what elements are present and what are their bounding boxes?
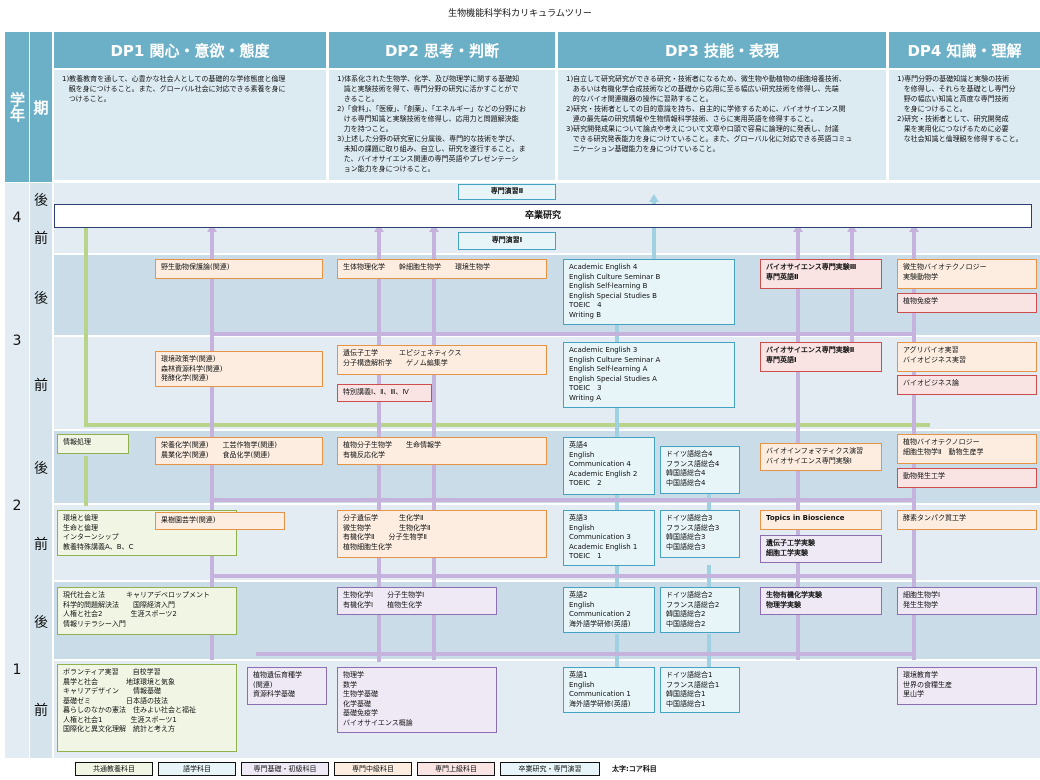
course-box: 遺伝子工学 エピジェネティクス 分子構造解析学 ゲノム編集学 bbox=[337, 345, 547, 375]
year-3: 3 bbox=[12, 333, 22, 349]
dp3-description: 1)自立して研究研究ができる研究・技術者になるため、微生物や動植物の細胞培養技術… bbox=[558, 70, 886, 180]
course-box: 植物遺伝育種学 (関連) 資源科学基礎 bbox=[247, 667, 327, 705]
dp4-description: 1)専門分野の基礎知識と実験の技術 を修得し、それらを基礎とし専門分 野の幅広い… bbox=[889, 70, 1040, 180]
arrowhead bbox=[793, 224, 803, 232]
diagram-title: 生物機能科学科カリキュラムツリー bbox=[448, 9, 592, 19]
connector-line bbox=[84, 423, 930, 427]
course-box-senmon-enshu-1: 専門演習Ⅰ bbox=[458, 232, 556, 250]
course-box: 細胞生物学Ⅰ 発生生物学 bbox=[897, 587, 1037, 615]
arrowhead bbox=[909, 224, 919, 232]
arrowhead bbox=[649, 194, 659, 202]
course-box: バイオビジネス論 bbox=[897, 375, 1037, 395]
dp4-header: DP4 知識・理解 bbox=[889, 32, 1040, 68]
connector-line bbox=[615, 408, 619, 443]
dp3-header: DP3 技能・表現 bbox=[558, 32, 886, 68]
term-y3-early: 前 bbox=[34, 378, 48, 394]
term-column bbox=[30, 183, 52, 758]
course-box: 遺伝子工学実験 細胞工学実験 bbox=[760, 535, 882, 563]
course-box: 生物化学Ⅰ 分子生物学Ⅰ 有機化学Ⅰ 植物生化学 bbox=[337, 587, 497, 615]
dp2-header: DP2 思考・判断 bbox=[329, 32, 555, 68]
course-box: 英語1 English Communication 1 海外語学研修(英語) bbox=[563, 667, 655, 713]
dp2-description: 1)体系化された生物学、化学、及び物理学に関する基礎知 識と実験技術を得て、専門… bbox=[329, 70, 555, 180]
arrowhead bbox=[207, 224, 217, 232]
course-box: ドイツ語総合2 フランス語総合2 韓国語総合2 中国語総合2 bbox=[660, 587, 740, 633]
term-y4-early: 前 bbox=[34, 231, 48, 247]
course-box: 生体物理化学 幹細胞生物学 環境生物学 bbox=[337, 259, 547, 279]
course-box: 現代社会と法 キャリアデベロップメント 科学的問題解決法 国際経済入門 人権と社… bbox=[57, 587, 237, 635]
course-box-senmon-enshu-2: 専門演習Ⅱ bbox=[458, 184, 556, 200]
course-box: 分子遺伝学 生化学Ⅱ 微生物学 生物化学Ⅱ 有機化学Ⅱ 分子生物学Ⅱ 植物細胞生… bbox=[337, 510, 547, 558]
course-box: 酵素タンパク質工学 bbox=[897, 510, 1037, 530]
legend-basic: 専門基礎・初級科目 bbox=[241, 762, 329, 776]
term-y3-late: 後 bbox=[34, 291, 48, 307]
course-box: バイオインフォマティクス演習 バイオサイエンス専門実験Ⅰ bbox=[760, 443, 882, 471]
course-box: バイオサイエンス専門実験Ⅱ 専門英語Ⅰ bbox=[760, 342, 882, 372]
course-box: 植物免疫学 bbox=[897, 293, 1037, 313]
term-y1-early: 前 bbox=[34, 703, 48, 719]
connector-line bbox=[615, 495, 619, 515]
connector-line bbox=[210, 574, 915, 578]
year-1: 1 bbox=[12, 662, 22, 678]
term-y2-early: 前 bbox=[34, 537, 48, 553]
course-box: アグリバイオ実習 バイオビジネス実習 bbox=[897, 342, 1037, 372]
connector-line bbox=[84, 222, 88, 427]
course-box: 英語3 English Communication 3 Academic Eng… bbox=[563, 510, 655, 566]
year-2: 2 bbox=[12, 498, 22, 514]
course-box: Academic English 4 English Culture Semin… bbox=[563, 259, 735, 325]
connector-line bbox=[210, 498, 915, 502]
arrowhead bbox=[847, 224, 857, 232]
legend-intermediate: 専門中級科目 bbox=[334, 762, 412, 776]
course-box: 野生動物保護論(関連) bbox=[155, 259, 323, 279]
course-box: 生物有機化学実験 物理学実験 bbox=[760, 587, 882, 615]
year-header: 学年 bbox=[5, 32, 29, 182]
course-box: 微生物バイオテクノロジー 実験動物学 bbox=[897, 259, 1037, 289]
connector-line bbox=[256, 652, 916, 656]
course-box: Topics in Bioscience bbox=[760, 510, 882, 530]
course-box: 特別講義Ⅰ、Ⅱ、Ⅲ、Ⅳ bbox=[337, 384, 432, 402]
connector-line bbox=[707, 634, 711, 667]
connector-line bbox=[652, 200, 656, 262]
arrowhead bbox=[374, 224, 384, 232]
course-box: 英語2 English Communication 2 海外語学研修(英語) bbox=[563, 587, 655, 633]
legend-language: 語学科目 bbox=[158, 762, 236, 776]
course-box: 果樹園芸学(関連) bbox=[155, 512, 285, 530]
connector-line bbox=[707, 494, 711, 514]
legend-core-note: 太字:コア科目 bbox=[612, 765, 657, 773]
course-box: ボランティア実習 自校学習 農学と社会 地球環境と気象 キャリアデザイン 情報基… bbox=[57, 664, 237, 752]
course-box: 植物分子生物学 生命情報学 有機反応化学 bbox=[337, 437, 547, 465]
course-box: 植物バイオテクノロジー 細胞生物学Ⅱ 動物生産学 bbox=[897, 434, 1037, 464]
course-box: ドイツ語総合3 フランス語総合3 韓国語総合3 中国語総合3 bbox=[660, 510, 740, 558]
year-header-label: 学年 bbox=[8, 92, 26, 122]
term-y1-late: 後 bbox=[34, 615, 48, 631]
course-box: 動物発生工学 bbox=[897, 468, 1037, 488]
course-box: 環境教育学 世界の食糧生産 里山学 bbox=[897, 667, 1037, 705]
course-box: 英語4 English Communication 4 Academic Eng… bbox=[563, 437, 655, 495]
arrowhead bbox=[429, 224, 439, 232]
course-box: ドイツ語総合1 フランス語総合1 韓国語総合1 中国語総合1 bbox=[660, 667, 740, 713]
legend-general: 共通教養科目 bbox=[75, 762, 153, 776]
term-header: 期 bbox=[30, 32, 52, 182]
legend-graduation: 卒業研究・専門演習 bbox=[500, 762, 600, 776]
connector-line bbox=[850, 230, 854, 360]
term-y2-late: 後 bbox=[34, 461, 48, 477]
course-box: 物理学 数学 生物学基礎 化学基礎 基礎免疫学 バイオサイエンス概論 bbox=[337, 667, 497, 733]
course-box: 栄養化学(関連) 工芸作物学(関連) 農業化学(関連) 食品化学(関連) bbox=[155, 437, 323, 465]
year-4: 4 bbox=[12, 210, 22, 226]
course-box: 環境政策学(関連) 森林資源科学(関連) 発酵化学(関連) bbox=[155, 351, 323, 387]
connector-line bbox=[210, 332, 915, 336]
connector-line bbox=[84, 456, 88, 506]
connector-line bbox=[615, 634, 619, 667]
year-column bbox=[5, 183, 29, 758]
course-box: バイオサイエンス専門実験Ⅲ 専門英語Ⅱ bbox=[760, 259, 882, 289]
term-y4-late: 後 bbox=[34, 193, 48, 209]
course-box-sotsugyo-kenkyu: 卒業研究 bbox=[54, 204, 1032, 228]
dp1-header: DP1 関心・意欲・態度 bbox=[54, 32, 326, 68]
course-box: 情報処理 bbox=[57, 434, 129, 454]
legend-advanced: 専門上級科目 bbox=[417, 762, 495, 776]
course-box: Academic English 3 English Culture Semin… bbox=[563, 342, 735, 408]
course-box: ドイツ語総合4 フランス語総合4 韓国語総合4 中国語総合4 bbox=[660, 446, 740, 494]
dp1-description: 1)教養教育を通して、心豊かな社会人としての基礎的な学修態度と倫理 観を身につけ… bbox=[54, 70, 326, 180]
